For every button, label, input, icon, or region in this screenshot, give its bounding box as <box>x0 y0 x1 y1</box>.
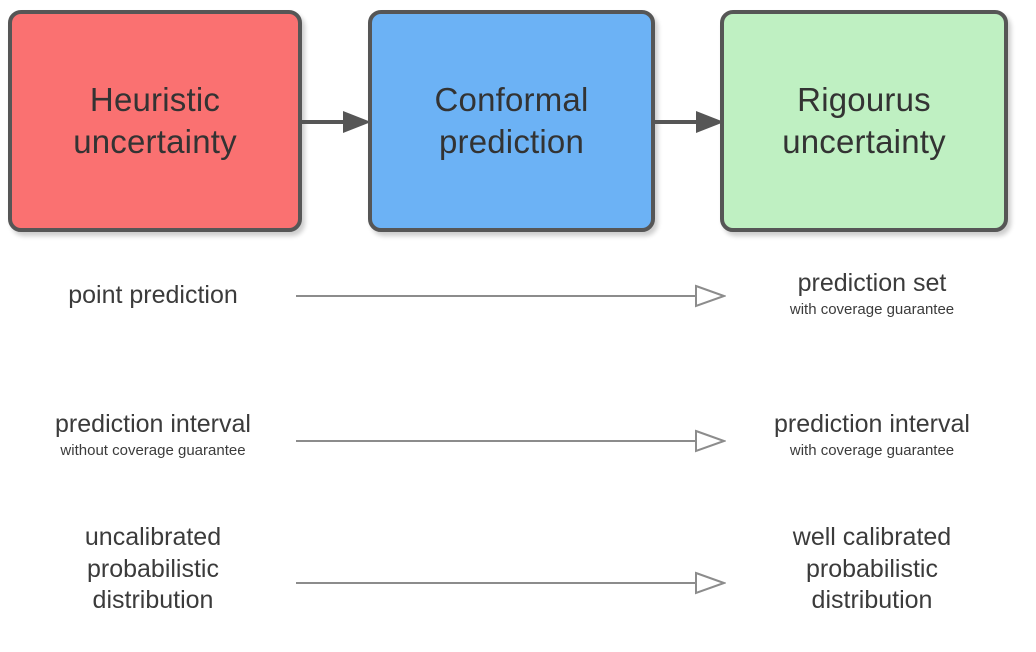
mapping-left-label: point prediction <box>8 280 298 312</box>
mapping-row-prediction-interval: prediction interval without coverage gua… <box>0 405 1036 485</box>
mapping-left-main: uncalibrated probabilistic distribution <box>84 523 222 614</box>
mapping-row-point-prediction: point prediction prediction set with cov… <box>0 262 1036 342</box>
mapping-right-label: prediction interval with coverage guaran… <box>722 409 1022 460</box>
mapping-right-label: prediction set with coverage guarantee <box>722 268 1022 319</box>
process-box-label: Conformal prediction <box>434 80 589 160</box>
mapping-right-main: well calibrated probabilistic distributi… <box>792 523 952 614</box>
process-box-rigourus-uncertainty[interactable]: Rigourus uncertainty <box>720 10 1008 232</box>
mapping-arrow-row-2 <box>296 428 726 454</box>
mapping-left-main: prediction interval <box>55 410 251 438</box>
process-box-heuristic-uncertainty[interactable]: Heuristic uncertainty <box>8 10 302 232</box>
mapping-left-sub: without coverage guarantee <box>60 441 246 459</box>
process-box-label: Rigourus uncertainty <box>782 80 946 160</box>
mapping-right-main: prediction interval <box>774 410 970 438</box>
mapping-row-probabilistic-distribution: uncalibrated probabilistic distribution … <box>0 520 1036 645</box>
mapping-arrow-row-1 <box>296 283 726 309</box>
mapping-right-label: well calibrated probabilistic distributi… <box>722 522 1022 617</box>
mapping-left-main: point prediction <box>68 281 238 309</box>
process-box-label: Heuristic uncertainty <box>73 80 237 160</box>
mapping-right-sub: with coverage guarantee <box>789 300 955 318</box>
mapping-right-main: prediction set <box>797 269 947 297</box>
connector-arrow-conformal-to-rigourus <box>652 105 726 139</box>
mapping-left-label: prediction interval without coverage gua… <box>8 409 298 460</box>
mapping-left-label: uncalibrated probabilistic distribution <box>8 522 298 617</box>
mapping-arrow-row-3 <box>296 570 726 596</box>
mapping-right-sub: with coverage guarantee <box>789 441 955 459</box>
connector-arrow-heuristic-to-conformal <box>299 105 373 139</box>
process-box-conformal-prediction[interactable]: Conformal prediction <box>368 10 655 232</box>
